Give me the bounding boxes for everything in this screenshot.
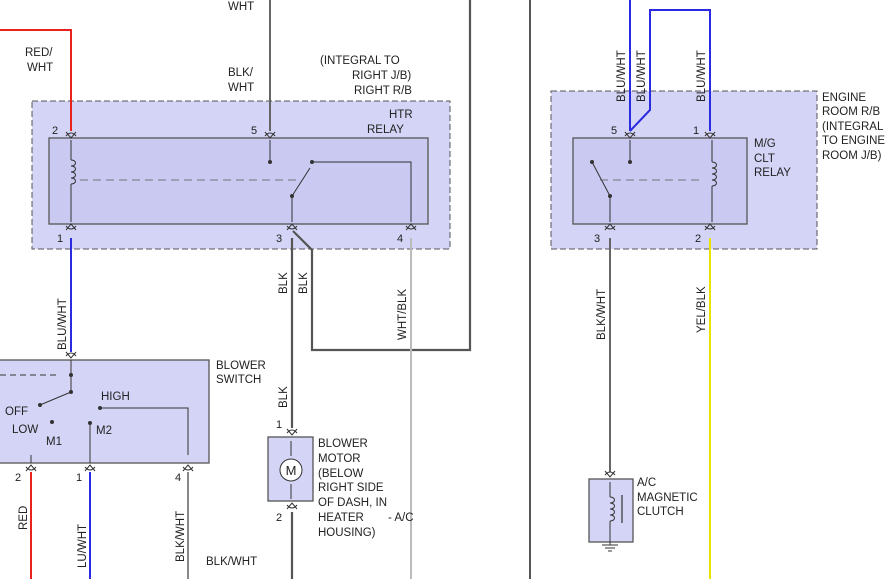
htr-pin-3: 3 xyxy=(276,233,282,245)
mg-relay-name-2: CLT xyxy=(754,153,775,165)
blu-wht-label-a: BLU/WHT xyxy=(616,50,628,102)
clutch-pin-connector xyxy=(604,470,616,478)
switch-pos-off: OFF xyxy=(5,406,28,418)
htr-relay-box xyxy=(48,137,429,225)
switch-pin-1: 1 xyxy=(76,472,82,484)
wht-top-label: WHT xyxy=(228,1,254,13)
blk-wht-right-label: BLK/WHT xyxy=(596,289,608,340)
blu-wht-label-b: BLU/WHT xyxy=(636,50,648,102)
blu-wht-label-c: BLU/WHT xyxy=(696,50,708,102)
switch-pin-2: 2 xyxy=(15,472,21,484)
rb2-note-5: ROOM J/B) xyxy=(822,150,882,162)
mg-switch-arm xyxy=(591,161,611,197)
mg-coil xyxy=(711,161,717,187)
motor-pin-connectors xyxy=(286,428,298,510)
ground-icon xyxy=(602,544,618,552)
motor-name-1: BLOWER xyxy=(318,438,368,450)
blk-wire-label-a: BLK xyxy=(278,272,290,294)
red-wht-wire xyxy=(0,29,72,131)
switch-pos-low: LOW xyxy=(12,424,38,436)
red-wht-label-2: WHT xyxy=(27,62,53,74)
motor-name-2: MOTOR xyxy=(318,453,361,465)
motor-name-6: HEATER xyxy=(318,512,364,524)
blk-wire-label-b: BLK xyxy=(298,272,310,294)
motor-pin-1: 1 xyxy=(276,419,282,431)
htr-contact-4-path xyxy=(312,161,412,222)
switch-blk-wire-label: BLK/WHT xyxy=(175,511,187,562)
blower-switch-internals xyxy=(0,360,189,463)
htr-coil xyxy=(70,159,76,185)
switch-red-wire-label: RED xyxy=(18,506,30,530)
rb2-note-4: TO ENGINE xyxy=(822,135,885,147)
mg-pin-3: 3 xyxy=(594,233,600,245)
motor-name-4: RIGHT SIDE xyxy=(318,482,384,494)
switch-pos-m1: M1 xyxy=(46,436,62,448)
htr-pin-4: 4 xyxy=(397,233,403,245)
yel-blk-label: YEL/BLK xyxy=(696,286,708,333)
blk-motor-wire-label: BLK xyxy=(278,386,290,408)
rb-note-3: RIGHT R/B xyxy=(354,85,412,97)
motor-name-3: (BELOW xyxy=(318,468,364,480)
htr-pin-5: 5 xyxy=(251,125,257,137)
blu-wht-wire-label: BLU/WHT xyxy=(57,298,69,350)
htr-pin-2: 2 xyxy=(52,125,58,137)
mg-relay-name-3: RELAY xyxy=(754,167,791,179)
motor-name-5: OF DASH, IN xyxy=(318,497,387,509)
ac-clutch-name-3: CLUTCH xyxy=(637,506,684,518)
blu-wht-wire-b xyxy=(629,9,711,132)
switch-pos-m2: M2 xyxy=(96,425,112,437)
motor-symbol-label: M xyxy=(286,463,297,478)
mg-pin-2: 2 xyxy=(695,233,701,245)
htr-relay-name-2: RELAY xyxy=(367,124,404,136)
red-wht-label-1: RED/ xyxy=(25,47,53,59)
blower-switch-box xyxy=(0,359,210,464)
mg-pin-5: 5 xyxy=(611,125,617,137)
switch-pos-high: HIGH xyxy=(101,391,130,403)
rb-note-1: (INTEGRAL TO xyxy=(320,55,400,67)
mg-pin-1: 1 xyxy=(693,125,699,137)
bottom-blk-wht-label: BLK/WHT xyxy=(206,556,257,568)
switch-blu-wire-label: LU/WHT xyxy=(77,524,89,568)
mg-clt-relay-box xyxy=(572,137,748,225)
rb2-note-3: (INTEGRAL xyxy=(822,121,884,133)
blk-wht-label-1: BLK/ xyxy=(228,67,254,79)
ac-clutch-name-1: A/C xyxy=(637,477,656,489)
motor-symbol xyxy=(279,458,303,482)
htr-switch-arm xyxy=(291,167,311,197)
motor-pin-2: 2 xyxy=(276,512,282,524)
motor-name-7: HOUSING) xyxy=(318,527,376,539)
blower-switch-name-2: SWITCH xyxy=(216,374,261,386)
rb-note-2: RIGHT J/B) xyxy=(352,70,411,82)
motor-ac-note: - A/C xyxy=(388,512,414,524)
mg-pin-connectors xyxy=(604,131,716,231)
rb2-note-1: ENGINE xyxy=(822,92,866,104)
clutch-coil xyxy=(609,496,615,522)
htr-pin-connectors xyxy=(65,131,417,231)
wht-blk-wire-label: WHT/BLK xyxy=(397,289,409,340)
blk-loop-wire xyxy=(292,0,472,352)
rb2-note-2: ROOM R/B xyxy=(822,106,880,118)
blower-switch-name-1: BLOWER xyxy=(216,360,266,372)
switch-pin-4: 4 xyxy=(175,472,181,484)
mg-relay-name-1: M/G xyxy=(754,138,776,150)
htr-pin-1: 1 xyxy=(57,233,63,245)
blk-wht-label-2: WHT xyxy=(228,82,254,94)
ac-clutch-box xyxy=(588,478,634,543)
blower-switch-pin-connectors xyxy=(25,351,194,472)
ac-clutch-name-2: MAGNETIC xyxy=(637,492,698,504)
htr-relay-name-1: HTR xyxy=(389,109,413,121)
